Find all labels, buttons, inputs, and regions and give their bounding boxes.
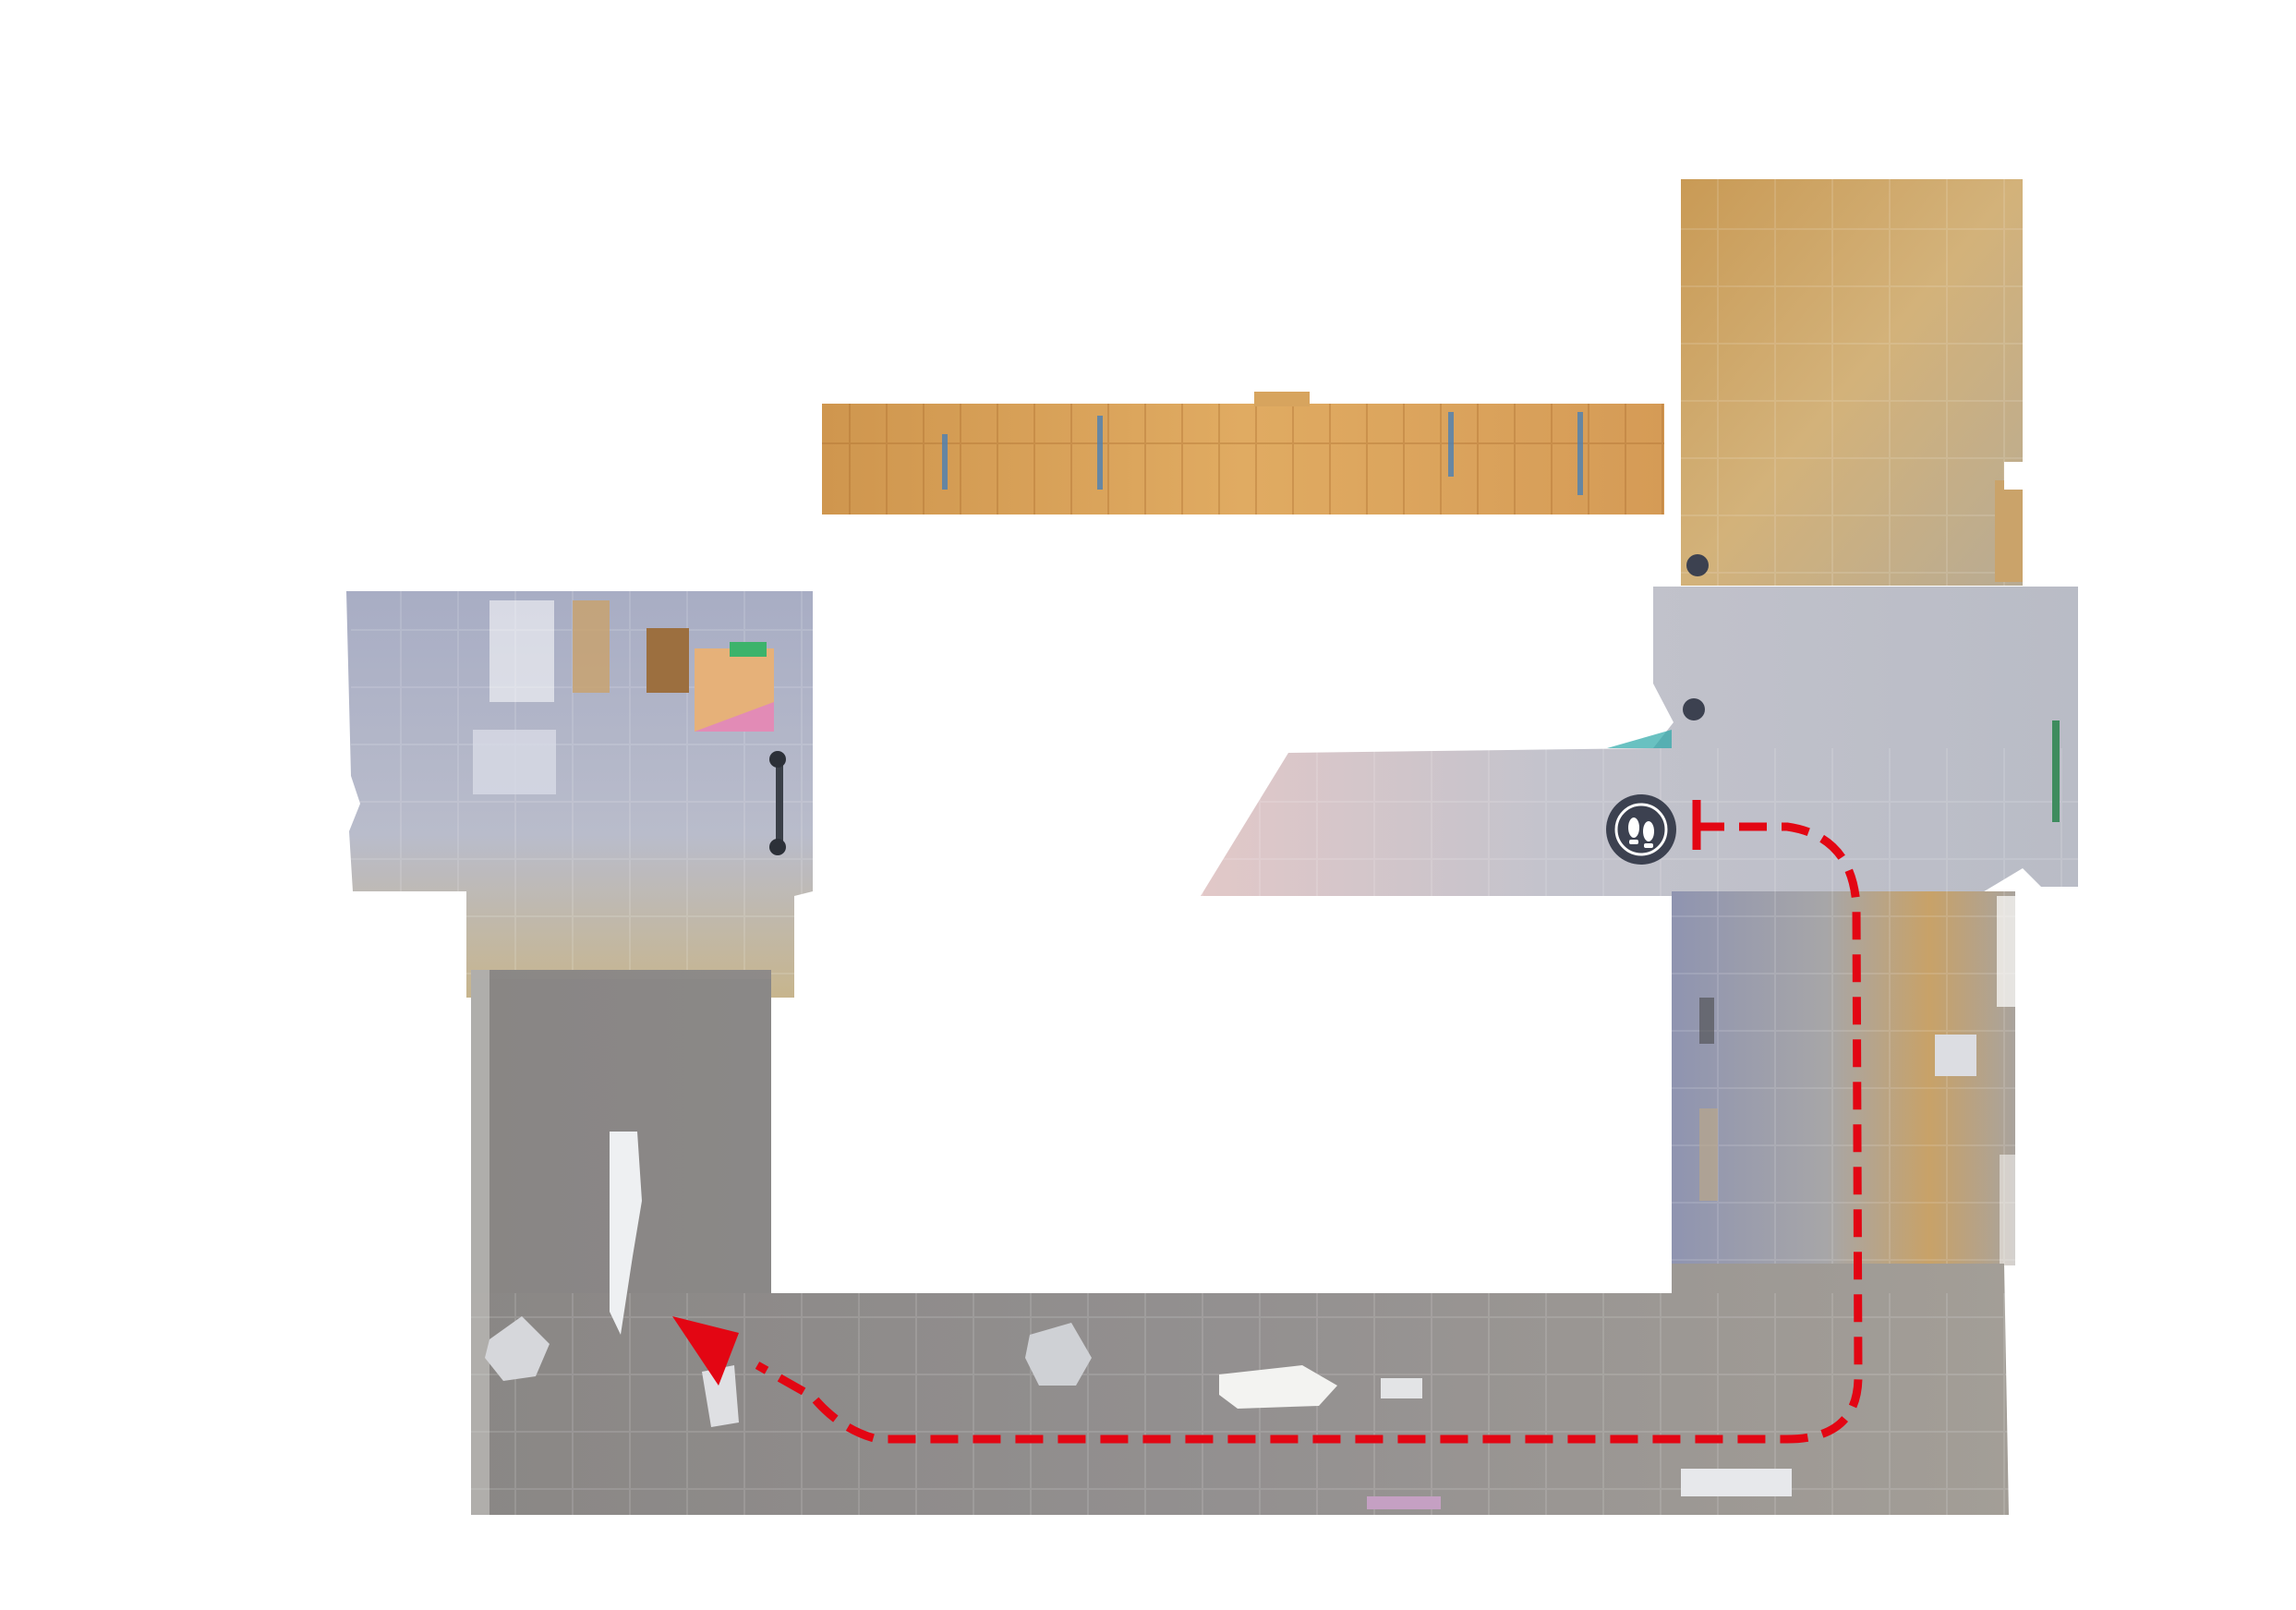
pillar-marker (1683, 698, 1705, 720)
left-room (346, 591, 813, 1011)
chair-fixture (702, 1365, 739, 1427)
chair-fixture (1935, 1035, 1976, 1076)
route-path (672, 800, 1863, 1444)
pillar-marker (1686, 554, 1709, 576)
start-marker (1606, 794, 1676, 865)
chair-fixture (1025, 1323, 1092, 1386)
bench-fixture (610, 1132, 642, 1335)
footprints-icon (1628, 817, 1654, 848)
chair-fixture (485, 1316, 550, 1381)
table-fixture (1219, 1365, 1337, 1409)
route-arrowhead (672, 1316, 739, 1386)
top-right-room (1681, 179, 2023, 586)
wood-wall-strip (822, 392, 1664, 514)
right-corridor (1672, 891, 2019, 1506)
